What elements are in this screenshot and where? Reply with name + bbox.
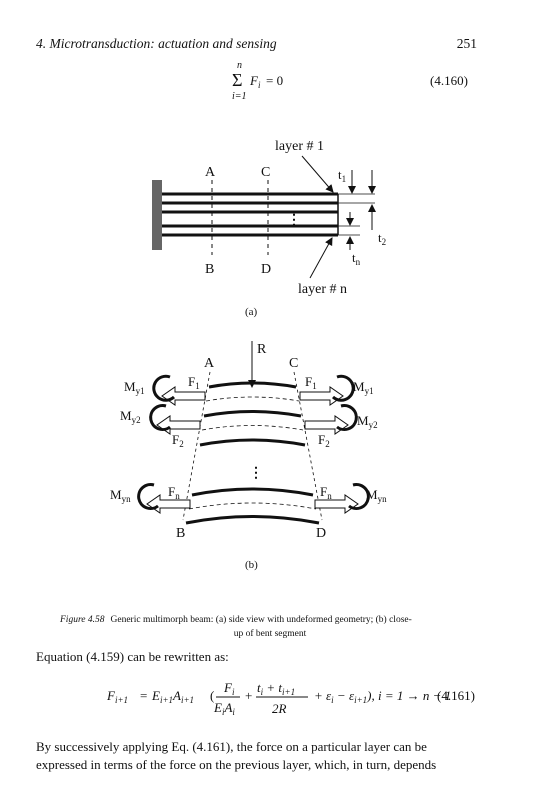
sum-lower-limit: i=1	[232, 91, 247, 102]
neutral-axes	[188, 396, 317, 510]
paragraph-line-1: By successively applying Eq. (4.161), th…	[36, 739, 427, 754]
label-r: R	[257, 342, 267, 357]
f1-right-label: F1	[305, 374, 317, 391]
layer-n-pointer	[309, 237, 333, 279]
layer-1-label: layer # 1	[275, 139, 324, 154]
equation-4-161: Fi+1 = Ei+1Ai+1 ( Fi EiAi + ti + ti+1 2R…	[106, 680, 475, 717]
f1-left-label: F1	[188, 374, 200, 391]
equals-sign: =	[140, 688, 147, 703]
plus-sign: +	[245, 688, 252, 703]
fixed-wall	[152, 180, 162, 250]
sum-body: F	[249, 73, 259, 88]
svg-text:ti + ti+1: ti + ti+1	[257, 680, 295, 697]
my2-right-label: My2	[357, 413, 378, 430]
layer-dots: ⋮	[287, 213, 301, 228]
equation-4-160: n Σ F i = 0 i=1 (4.160)	[232, 60, 468, 102]
running-header: 4. Microtransduction: actuation and sens…	[36, 36, 277, 51]
my2-left-label: My2	[120, 408, 141, 425]
caption-line-2: up of bent segment	[233, 629, 307, 639]
figure-a-side-view: A C B D ⋮ layer # 1 layer # n t1 t2 tn (…	[152, 139, 386, 318]
caption-line-1: Generic multimorph beam: (a) side view w…	[110, 615, 412, 625]
t1-label: t1	[338, 167, 346, 184]
my1-left-label: My1	[124, 379, 145, 396]
intro-sentence: Equation (4.159) can be rewritten as:	[36, 649, 229, 664]
equation-number: (4.160)	[430, 73, 468, 88]
figure-a-sublabel: (a)	[245, 306, 258, 318]
page-number: 251	[456, 36, 477, 51]
myn-left-label: Myn	[110, 487, 131, 504]
label-a: A	[204, 356, 215, 371]
figure-caption: Figure 4.58 Generic multimorph beam: (a) …	[60, 613, 480, 641]
body-paragraph: By successively applying Eq. (4.161), th…	[36, 738, 496, 774]
label-d: D	[316, 526, 326, 541]
svg-text:Ei+1Ai+1: Ei+1Ai+1	[151, 688, 194, 705]
tn-label: tn	[352, 250, 361, 267]
label-b: B	[205, 262, 214, 277]
sigma-symbol: Σ	[232, 70, 242, 90]
fraction-2-denominator: 2R	[272, 701, 287, 716]
moment-arcs	[137, 374, 370, 510]
sum-rhs: = 0	[266, 73, 283, 88]
figure-b-sublabel: (b)	[245, 559, 258, 571]
paragraph-line-2: expressed in terms of the force on the p…	[36, 757, 437, 772]
label-c: C	[289, 356, 298, 371]
myn-right-label: Myn	[366, 487, 387, 504]
svg-text:EiAi: EiAi	[213, 700, 235, 717]
svg-text:Fi+1: Fi+1	[106, 688, 128, 705]
f2-right-label: F2	[318, 432, 330, 449]
layer-n-label: layer # n	[298, 282, 347, 297]
fn-left-label: Fn	[168, 484, 180, 501]
svg-text:Fi: Fi	[223, 680, 235, 697]
f2-left-label: F2	[172, 432, 184, 449]
fn-right-label: Fn	[320, 484, 332, 501]
label-a: A	[205, 165, 216, 180]
sum-upper-limit: n	[237, 60, 242, 71]
open-paren: (	[210, 688, 214, 703]
label-c: C	[261, 165, 270, 180]
layer-1-pointer	[301, 155, 334, 193]
bent-layers	[185, 381, 320, 525]
layer-dots: ⋮	[249, 466, 263, 481]
figure-b-bent-segment: R A C B D ⋮ F1 F1 F2 F2 Fn Fn	[110, 341, 387, 571]
sum-body-sub: i	[258, 80, 261, 90]
equation-number: (4.161)	[437, 688, 475, 703]
svg-text:+ εi − εi+1), i = 1 → n − 1: + εi − εi+1), i = 1 → n − 1	[314, 688, 451, 705]
label-b: B	[176, 526, 185, 541]
beam-layers	[162, 192, 338, 237]
section-line-cd	[293, 371, 323, 521]
my1-right-label: My1	[353, 379, 374, 396]
t2-label: t2	[378, 230, 386, 247]
label-d: D	[261, 262, 271, 277]
caption-label: Figure 4.58	[60, 615, 105, 625]
